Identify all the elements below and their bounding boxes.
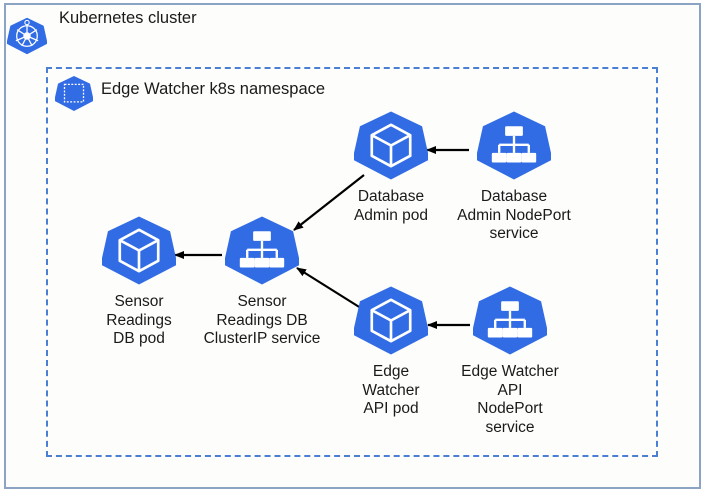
- node-label: Database Admin NodePort service: [457, 188, 571, 242]
- node-label: Edge Watcher API NodePort service: [461, 363, 559, 436]
- pod-cube-icon: [354, 285, 428, 356]
- kubernetes-helm-wheel-icon: [7, 17, 47, 55]
- namespace-boundary: [46, 67, 658, 457]
- node-edge-watcher-api-nodeport-service[interactable]: Edge Watcher API NodePort service: [455, 285, 565, 437]
- node-sensor-readings-db-clusterip-service[interactable]: Sensor Readings DB ClusterIP service: [186, 215, 338, 349]
- node-edge-watcher-api-pod[interactable]: Edge Watcher API pod: [353, 285, 429, 419]
- node-label: Sensor Readings DB ClusterIP service: [203, 293, 321, 347]
- node-label: Sensor Readings DB pod: [106, 293, 172, 347]
- namespace-icon: [55, 75, 93, 112]
- node-label: Database Admin pod: [353, 188, 429, 224]
- pod-cube-icon: [354, 110, 428, 181]
- node-sensor-readings-db-pod[interactable]: Sensor Readings DB pod: [100, 215, 178, 349]
- service-tree-icon: [225, 215, 299, 286]
- service-tree-icon: [473, 285, 547, 356]
- node-database-admin-nodeport-service[interactable]: Database Admin NodePort service: [456, 110, 572, 244]
- node-label: Edge Watcher API pod: [362, 363, 420, 417]
- node-database-admin-pod[interactable]: Database Admin pod: [341, 110, 441, 225]
- pod-cube-icon: [102, 215, 176, 286]
- cluster-title: Kubernetes cluster: [59, 9, 197, 27]
- namespace-title: Edge Watcher k8s namespace: [101, 80, 326, 98]
- service-tree-icon: [477, 110, 551, 181]
